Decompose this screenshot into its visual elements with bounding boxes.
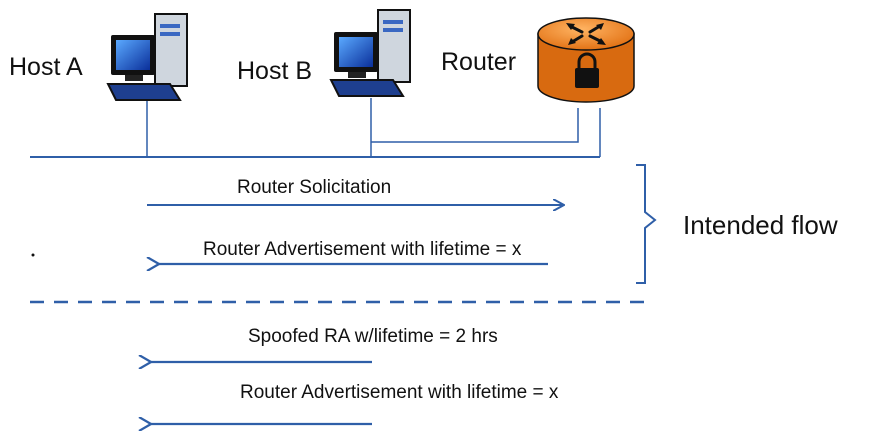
host-a-label: Host A — [9, 53, 83, 81]
intended-flow-brace — [636, 164, 657, 284]
router-lock-icon — [537, 17, 635, 103]
intended-flow-label: Intended flow — [683, 210, 838, 240]
host-b-label: Host B — [237, 57, 313, 85]
stray-dot — [31, 253, 35, 257]
host-b-router-link — [371, 108, 579, 143]
router-advertisement-label-2: Router Advertisement with lifetime = x — [240, 382, 559, 403]
router-advertisement-label: Router Advertisement with lifetime = x — [203, 239, 522, 260]
host-b-computer-icon — [329, 9, 411, 97]
router-label: Router — [441, 48, 517, 76]
host-a-computer-icon — [106, 13, 188, 101]
router-solicitation-label: Router Solicitation — [237, 177, 392, 198]
spoofed-ra-label: Spoofed RA w/lifetime = 2 hrs — [248, 326, 498, 347]
